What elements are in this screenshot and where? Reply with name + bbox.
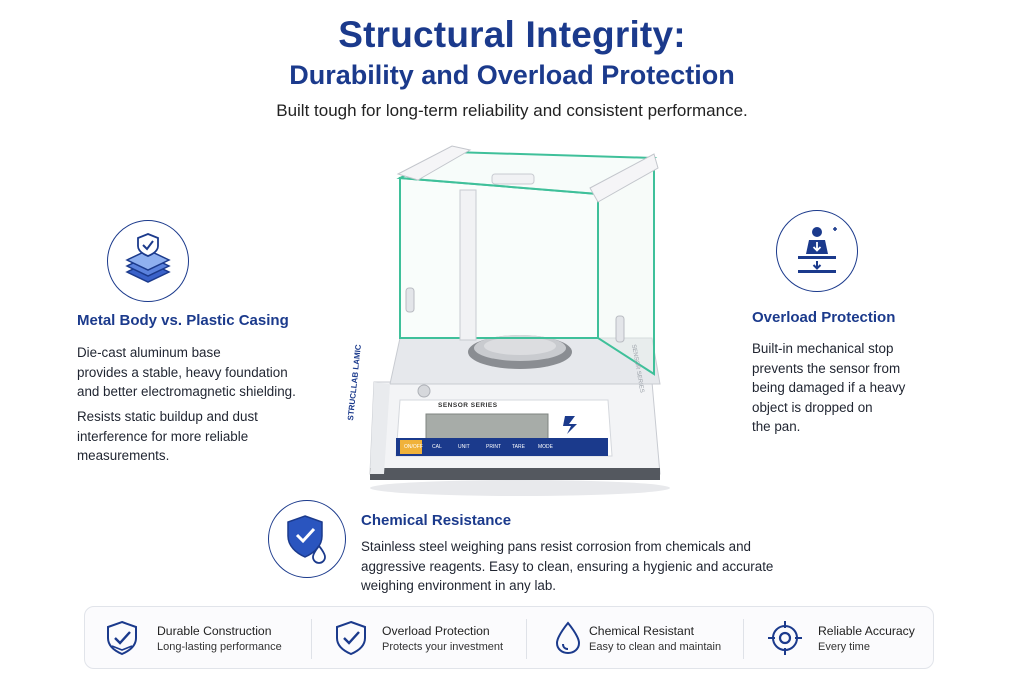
page-tagline: Built tough for long-term reliability an… <box>276 101 748 120</box>
text-line: aggressive reagents. Easy to clean, ensu… <box>361 558 774 574</box>
overload-title: Overload Protection <box>752 309 896 326</box>
text-line: provides a stable, heavy foundation <box>77 364 288 380</box>
text-line: being damaged if a heavy <box>752 380 906 395</box>
key-cal: CAL <box>432 444 442 450</box>
strip-divider <box>311 619 312 659</box>
text-line: Built-in mechanical stop <box>752 341 894 356</box>
key-tare: TARE <box>512 444 525 450</box>
text-line: prevents the sensor from <box>752 360 901 376</box>
strip-sub: Easy to clean and maintain <box>589 641 722 653</box>
check-shield-icon <box>336 620 366 656</box>
metal-body-icon-circle <box>107 220 189 302</box>
strip-item-accuracy: Reliable Accuracy Every time <box>744 607 934 670</box>
text-line: interference for more reliable <box>77 428 249 444</box>
strip-title: Durable Construction <box>157 624 272 638</box>
overload-stop-icon <box>797 226 837 273</box>
key-print: PRINT <box>486 444 501 450</box>
strip-divider <box>526 619 527 659</box>
text-line: weighing environment in any lab. <box>361 578 557 593</box>
text-line: Resists static buildup and dust <box>77 409 258 424</box>
strip-title: Overload Protection <box>382 624 490 638</box>
text-line: object is dropped on <box>752 399 873 415</box>
strip-sub: Every time <box>818 641 870 653</box>
chemical-text: Stainless steel weighing pans resist cor… <box>361 537 773 596</box>
feature-strip: Durable Construction Long-lasting perfor… <box>84 606 934 669</box>
analytical-balance-image <box>369 145 670 496</box>
strip-divider <box>743 619 744 659</box>
layered-shield-icon <box>124 232 171 283</box>
strip-item-chemical: Chemical Resistant Easy to clean and mai… <box>527 607 743 670</box>
key-row: ON/OFF CAL UNIT PRINT TARE MODE <box>398 444 608 456</box>
strip-title: Chemical Resistant <box>589 624 694 638</box>
target-icon <box>768 621 802 655</box>
strip-sub: Long-lasting performance <box>157 641 282 653</box>
key-onoff: ON/OFF <box>404 444 423 450</box>
page-title: Structural Integrity: <box>338 14 686 55</box>
strip-sub: Protects your investment <box>382 641 504 653</box>
chemical-title: Chemical Resistance <box>361 512 512 529</box>
text-line: measurements. <box>77 448 170 463</box>
text-line: the pan. <box>752 419 801 434</box>
text-line: and better electromagnetic shielding. <box>77 384 296 399</box>
metal-body-text-1: Die-cast aluminum base provides a stable… <box>77 343 296 402</box>
shield-drop-icon <box>286 514 326 564</box>
key-unit: UNIT <box>458 444 470 450</box>
metal-body-title: Metal Body vs. Plastic Casing <box>77 312 289 329</box>
text-line: Die-cast aluminum base <box>77 345 221 360</box>
strip-title: Reliable Accuracy <box>818 624 915 638</box>
metal-body-text-2: Resists static buildup and dust interfer… <box>77 407 258 466</box>
strip-item-durable: Durable Construction Long-lasting perfor… <box>85 607 310 670</box>
shield-check-icon <box>107 620 137 656</box>
key-mode: MODE <box>538 444 553 450</box>
text-line: Stainless steel weighing pans resist cor… <box>361 539 751 554</box>
page-subtitle: Durability and Overload Protection <box>289 60 735 90</box>
overload-icon-circle <box>776 210 858 292</box>
droplet-icon <box>555 621 581 655</box>
overload-text: Built-in mechanical stop prevents the se… <box>752 339 905 437</box>
series-label: SENSOR SERIES <box>438 402 498 409</box>
strip-item-overload: Overload Protection Protects your invest… <box>312 607 526 670</box>
chemical-icon-circle <box>268 500 346 578</box>
